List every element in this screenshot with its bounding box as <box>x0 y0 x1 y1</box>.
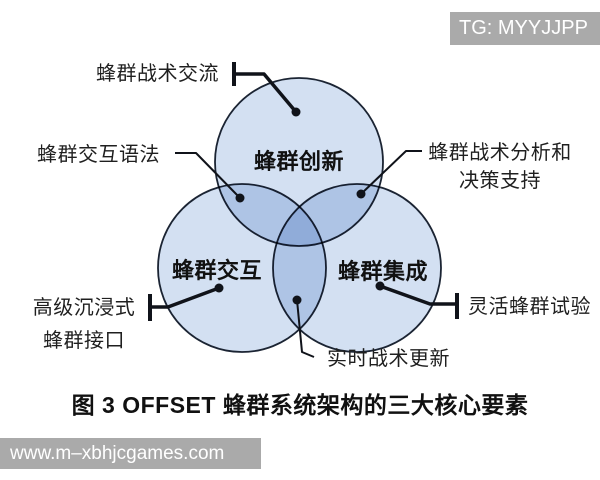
connector-lines <box>148 62 459 358</box>
circle-integration <box>272 183 442 353</box>
dot-tactical-comms <box>291 107 301 117</box>
figure-caption: 图 3 OFFSET 蜂群系统架构的三大核心要素 <box>71 392 529 418</box>
line-experiment <box>379 284 457 306</box>
connector-dots <box>214 107 385 305</box>
callout-tactical-comms: 蜂群战术交流 <box>96 63 219 85</box>
line-grammar <box>175 152 241 199</box>
callout-analysis: 蜂群战术分析和 决策支持 <box>428 142 572 192</box>
dot-analysis <box>356 189 366 199</box>
line-analysis <box>360 150 422 195</box>
watermark-bottom-left: www.m–xbhjcgames.com <box>0 438 261 469</box>
dot-experiment <box>375 281 385 291</box>
line-interface <box>150 286 220 309</box>
dot-interface <box>214 283 224 293</box>
line-realtime <box>296 299 315 358</box>
callout-grammar: 蜂群交互语法 <box>37 144 160 166</box>
circle-label-integration: 蜂群集成 <box>337 259 428 284</box>
callout-realtime: 实时战术更新 <box>327 348 450 370</box>
circle-label-interaction: 蜂群交互 <box>171 258 262 283</box>
line-tactical-comms <box>234 72 298 114</box>
venn-circles <box>157 77 442 353</box>
circle-label-innovation: 蜂群创新 <box>253 149 344 174</box>
callout-interface: 高级沉浸式 蜂群接口 <box>32 297 136 352</box>
dot-realtime <box>292 295 302 305</box>
watermark-top-right: TG: MYYJJPP <box>450 12 600 45</box>
callout-experiment: 灵活蜂群试验 <box>468 296 591 318</box>
dot-grammar <box>235 193 245 203</box>
